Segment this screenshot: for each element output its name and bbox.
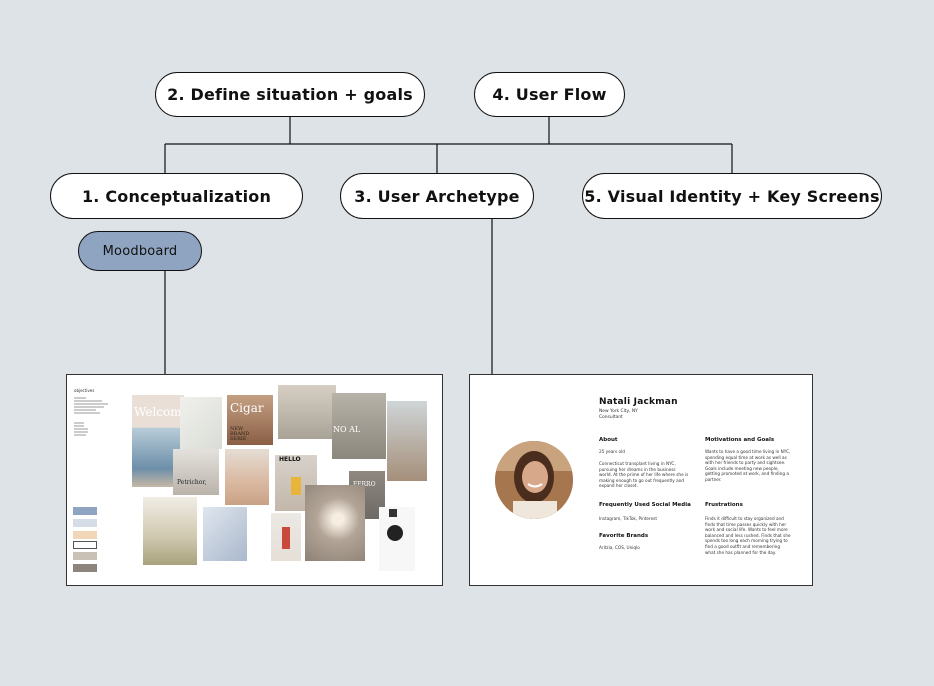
tile-welcome-text: Welcome (134, 405, 184, 419)
color-swatch (73, 541, 97, 549)
node-visual-identity[interactable]: 5. Visual Identity + Key Screens (582, 173, 882, 219)
node-define-situation[interactable]: 2. Define situation + goals (155, 72, 425, 117)
tile-grass (143, 497, 197, 565)
persona-location: New York City, NY Consultant (599, 409, 638, 421)
tile-sun-orb (305, 485, 365, 561)
tile-bw-icons (379, 507, 415, 571)
tile-ferrol-text: FERRO (353, 481, 376, 488)
color-swatch (73, 564, 97, 572)
brands-heading: Favorite Brands (599, 533, 649, 539)
node-moodboard[interactable]: Moodboard (78, 231, 202, 271)
goals-text: Wants to have a good time living in NYC,… (705, 449, 791, 482)
tile-petrichor-text: Petrichor, (177, 479, 207, 486)
tile-sunset (225, 449, 269, 505)
moodboard-card: objectives Welcome Cigar NEW BRAND SERIE… (66, 374, 443, 586)
node-user-flow[interactable]: 4. User Flow (474, 72, 625, 117)
notes-heading: objectives (74, 388, 95, 393)
node-user-archetype[interactable]: 3. User Archetype (340, 173, 534, 219)
goals-heading: Motivations and Goals (705, 437, 775, 443)
tile-noumal-text: NO AL (333, 425, 361, 434)
moodboard-notes: objectives (74, 388, 94, 393)
tile-petrichor: Petrichor, (173, 449, 219, 495)
color-swatch (73, 507, 97, 515)
tile-hello-text: HELLO (279, 456, 301, 463)
node-conceptualization[interactable]: 1. Conceptualization (50, 173, 303, 219)
tile-model-hat (278, 385, 336, 439)
persona-age: 25 years old (599, 449, 625, 454)
about-heading: About (599, 437, 618, 443)
frustrations-heading: Frustrations (705, 502, 743, 508)
avatar-illustration (495, 441, 573, 519)
tile-noumal: NO AL (332, 393, 386, 459)
social-heading: Frequently Used Social Media (599, 502, 691, 508)
persona-name: Natali Jackman (599, 397, 678, 407)
color-swatch (73, 519, 97, 527)
tile-blue-paper (203, 507, 247, 561)
brands-text: Aritzia, COS, Uniqlo (599, 545, 640, 550)
persona-avatar (495, 441, 573, 519)
tile-cigar: Cigar NEW BRAND SERIE (227, 395, 273, 445)
social-text: Instagram, TikTok, Pinterest (599, 516, 657, 521)
archetype-card: Natali Jackman New York City, NY Consult… (469, 374, 813, 586)
tile-brand-text: NEW BRAND SERIE (230, 426, 250, 442)
tile-sea (387, 401, 427, 481)
tile-cigar-text: Cigar (230, 401, 264, 415)
color-swatch (73, 552, 97, 560)
notes-lines (74, 397, 108, 436)
persona-city: New York City, NY (599, 409, 638, 414)
persona-role: Consultant (599, 415, 623, 420)
frustrations-text: Finds it difficult to stay organized and… (705, 516, 791, 555)
tile-plant (180, 397, 222, 449)
tile-red-dress (271, 513, 301, 561)
color-swatch (73, 531, 97, 539)
about-text: Connecticut transplant living in NYC, pu… (599, 461, 689, 489)
